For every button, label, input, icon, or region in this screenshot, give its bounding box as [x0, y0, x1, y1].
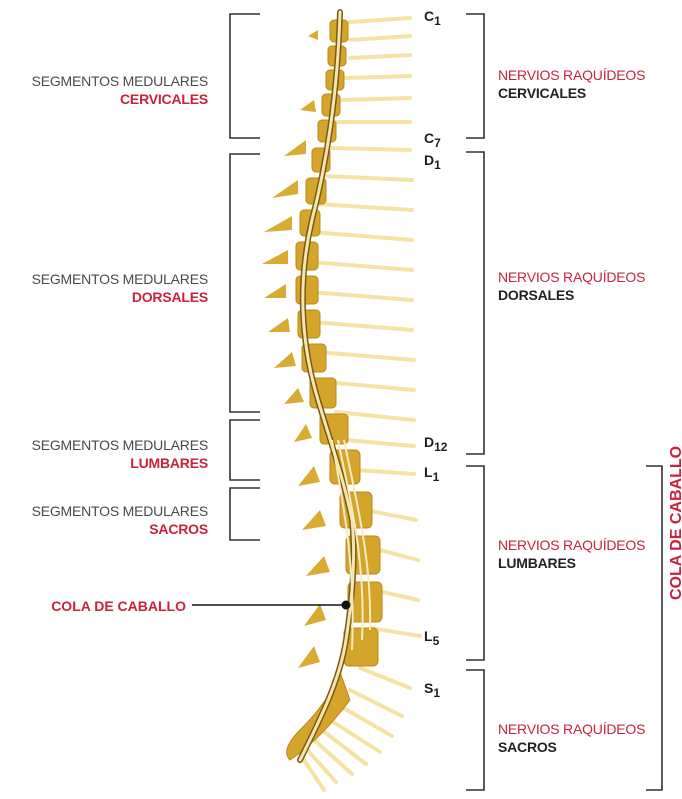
vertebra-mark-letter: L — [424, 628, 433, 644]
segment-label-line1: SEGMENTOS MEDULARES — [32, 73, 208, 89]
vertebra-mark-letter: D — [424, 152, 434, 168]
nerve-label-line2: CERVICALES — [498, 84, 645, 102]
nerve-label-line1: NERVIOS RAQUÍDEOS — [498, 66, 645, 84]
nerve-label-line2: DORSALES — [498, 286, 645, 304]
cola-de-caballo-label: COLA DE CABALLO — [51, 598, 186, 614]
segment-label-line2: LUMBARES — [32, 454, 208, 472]
vertebra-mark-letter: C — [424, 8, 434, 24]
vertebra-mark-number: 1 — [433, 686, 440, 700]
segment-label-sacros: SEGMENTOS MEDULARES SACROS — [32, 502, 208, 538]
nerve-label-line1: NERVIOS RAQUÍDEOS — [498, 720, 645, 738]
segment-label-lumbares: SEGMENTOS MEDULARES LUMBARES — [32, 436, 208, 472]
segment-label-line1: SEGMENTOS MEDULARES — [32, 503, 208, 519]
vertebra-mark-number: 1 — [434, 158, 441, 172]
nerve-label-lumbares: NERVIOS RAQUÍDEOS LUMBARES — [498, 536, 645, 572]
vertebra-mark-letter: S — [424, 680, 433, 696]
vertebra-mark-number: 1 — [433, 470, 440, 484]
nerve-label-cervicales: NERVIOS RAQUÍDEOS CERVICALES — [498, 66, 645, 102]
nerve-label-line1: NERVIOS RAQUÍDEOS — [498, 268, 645, 286]
segment-label-line1: SEGMENTOS MEDULARES — [32, 271, 208, 287]
cola-pointer-dot — [342, 601, 351, 610]
nerve-label-sacros: NERVIOS RAQUÍDEOS SACROS — [498, 720, 645, 756]
vertebra-mark-number: 5 — [433, 634, 440, 648]
segment-label-line2: CERVICALES — [32, 90, 208, 108]
segment-label-line2: DORSALES — [32, 288, 208, 306]
nerve-label-line1: NERVIOS RAQUÍDEOS — [498, 536, 645, 554]
segment-label-line1: SEGMENTOS MEDULARES — [32, 437, 208, 453]
segment-label-line2: SACROS — [32, 520, 208, 538]
vertebra-mark-number: 7 — [434, 136, 441, 150]
vertebra-mark-l1: L1 — [424, 464, 439, 484]
cola-de-caballo-vertical-label: COLA DE CABALLO — [668, 446, 682, 600]
segment-label-dorsales: SEGMENTOS MEDULARES DORSALES — [32, 270, 208, 306]
vertebra-mark-letter: D — [424, 434, 434, 450]
vertebra-mark-letter: C — [424, 130, 434, 146]
vertebra-mark-letter: L — [424, 464, 433, 480]
vertebra-mark-d1: D1 — [424, 152, 441, 172]
vertebra-mark-s1: S1 — [424, 680, 440, 700]
vertebra-mark-number: 1 — [434, 14, 441, 28]
vertebral-bodies — [287, 20, 382, 760]
vertebra-mark-number: 12 — [434, 440, 447, 454]
vertebra-mark-c1: C1 — [424, 8, 441, 28]
vertebra-mark-d12: D12 — [424, 434, 447, 454]
vertebra-mark-c7: C7 — [424, 130, 441, 150]
nerve-label-dorsales: NERVIOS RAQUÍDEOS DORSALES — [498, 268, 645, 304]
nerve-label-line2: SACROS — [498, 738, 645, 756]
vertebra-mark-l5: L5 — [424, 628, 439, 648]
segment-label-cervicales: SEGMENTOS MEDULARES CERVICALES — [32, 72, 208, 108]
nerve-label-line2: LUMBARES — [498, 554, 645, 572]
